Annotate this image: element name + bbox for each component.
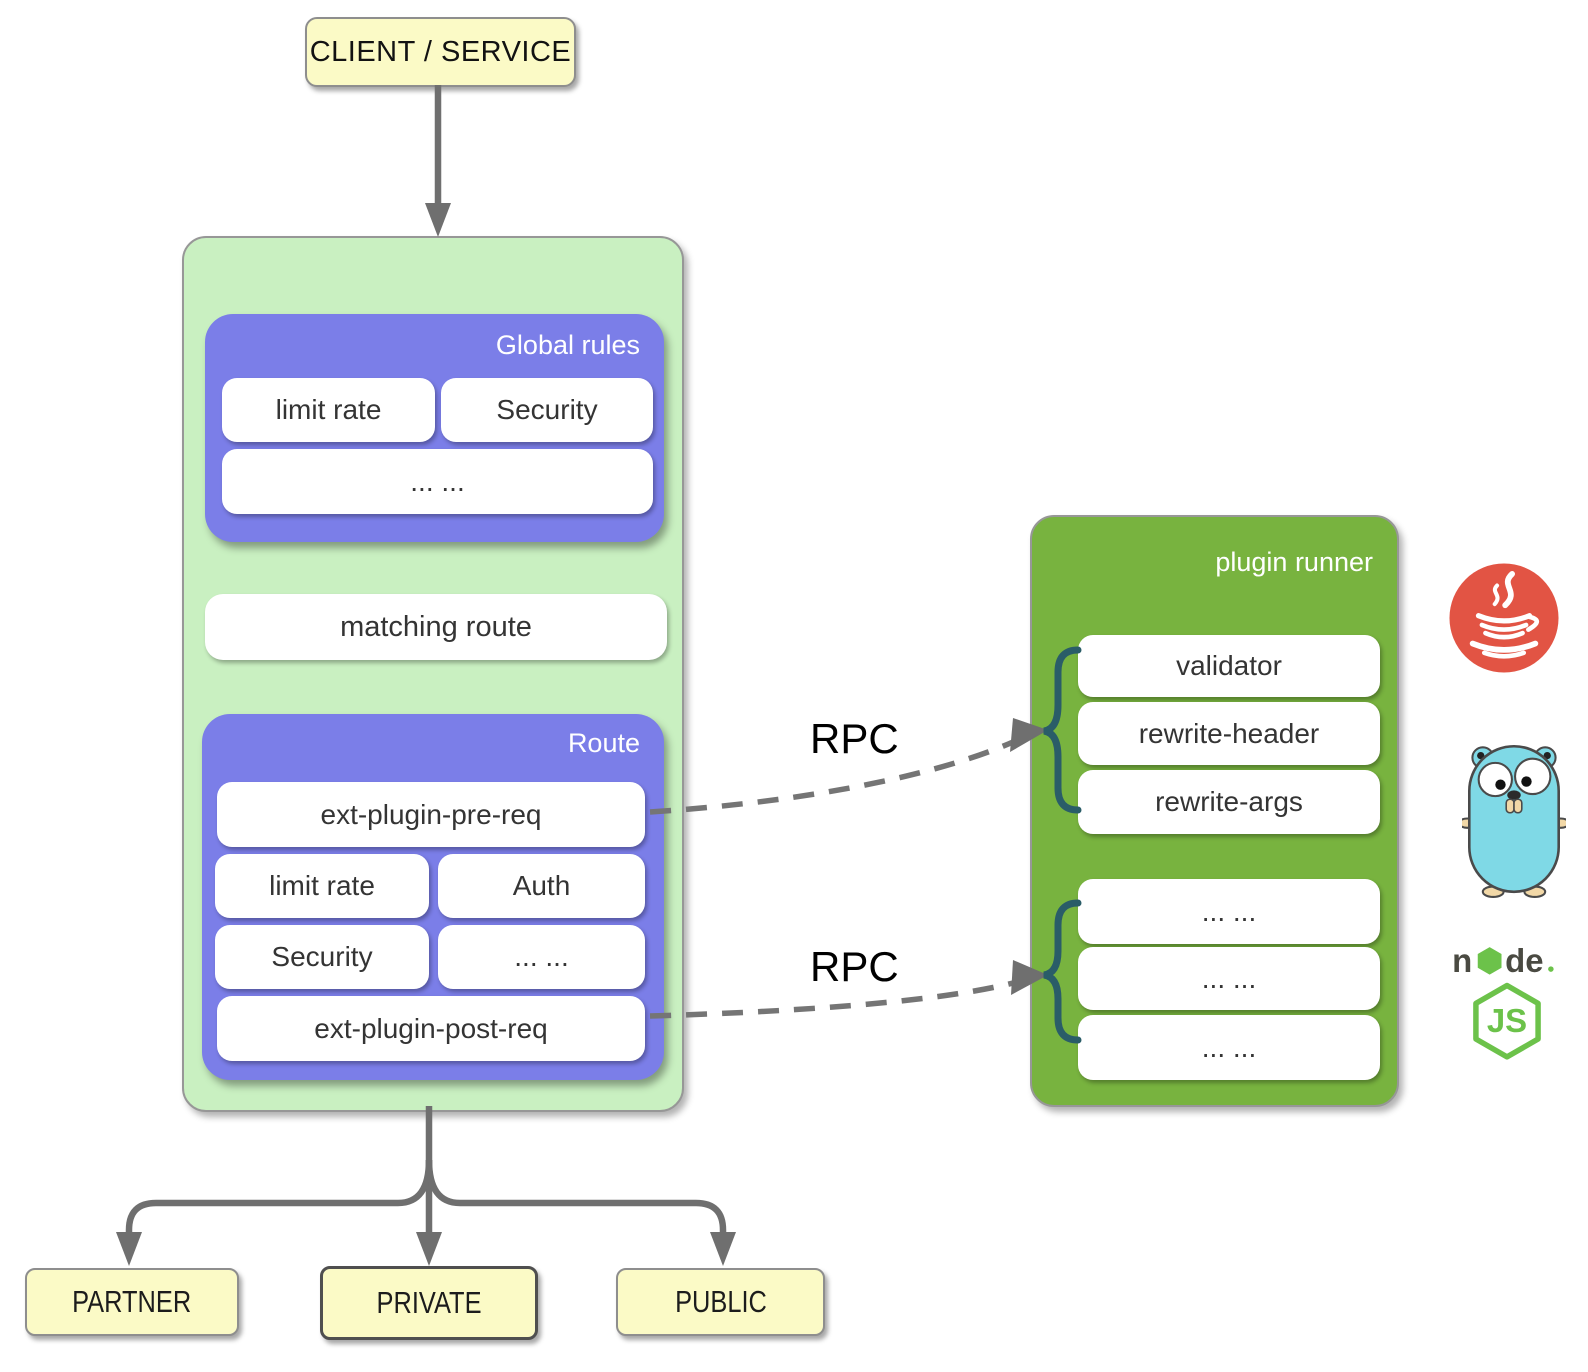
gateway-container: Global rules limit rate Security ... ...… (182, 236, 684, 1112)
upstream-private-box: PRIVATE (320, 1266, 538, 1340)
matching-route-box: matching route (205, 594, 667, 660)
svg-text:JS: JS (1487, 1002, 1527, 1039)
rpc-label-pre: RPC (810, 715, 899, 762)
runner-plugin-custom-1: ... ... (1078, 879, 1380, 944)
upstream-public-box: PUBLIC (616, 1268, 825, 1336)
svg-text:n: n (1452, 942, 1472, 979)
plugin-runner-title: plugin runner (1215, 547, 1373, 577)
runner-plugin-rewrite-args: rewrite-args (1078, 770, 1380, 834)
nodejs-icon: n de JS (1452, 942, 1554, 1060)
rpc-label-post: RPC (810, 943, 899, 990)
route-plugin-security: Security (215, 925, 429, 989)
upstream-partner-label: PARTNER (72, 1284, 192, 1319)
global-rule-security: Security (441, 378, 653, 442)
route-plugin-auth: Auth (438, 854, 645, 918)
global-rule-limit-rate: limit rate (222, 378, 435, 442)
java-icon (1449, 563, 1559, 673)
upstream-partner-box: PARTNER (25, 1268, 239, 1336)
route-plugin-more: ... ... (438, 925, 645, 989)
runner-plugin-custom-2: ... ... (1078, 947, 1380, 1010)
route-plugin-ext-plugin-post-req: ext-plugin-post-req (217, 996, 645, 1061)
client-service-label: CLIENT / SERVICE (309, 35, 572, 68)
runner-plugin-custom-3: ... ... (1078, 1015, 1380, 1080)
go-gopher-icon (1462, 744, 1566, 898)
arrow-client-to-gateway (425, 85, 451, 237)
route-title: Route (567, 728, 640, 758)
svg-text:de: de (1505, 942, 1543, 979)
runner-plugin-rewrite-header: rewrite-header (1078, 702, 1380, 765)
client-service-box: CLIENT / SERVICE (305, 17, 576, 87)
global-rule-more: ... ... (222, 449, 653, 514)
global-rules-group: Global rules limit rate Security ... ... (205, 314, 664, 542)
runner-plugin-validator: validator (1078, 635, 1380, 697)
route-plugin-ext-plugin-pre-req: ext-plugin-pre-req (217, 782, 645, 847)
arrow-gateway-to-upstreams (116, 1106, 736, 1266)
upstream-public-label: PUBLIC (674, 1284, 767, 1319)
plugin-runner-container: plugin runner validator rewrite-header r… (1030, 515, 1399, 1107)
upstream-private-label: PRIVATE (376, 1285, 482, 1320)
route-plugin-limit-rate: limit rate (215, 854, 429, 918)
route-group: Route ext-plugin-pre-req limit rate Auth… (202, 714, 664, 1080)
global-rules-title: Global rules (495, 330, 640, 360)
